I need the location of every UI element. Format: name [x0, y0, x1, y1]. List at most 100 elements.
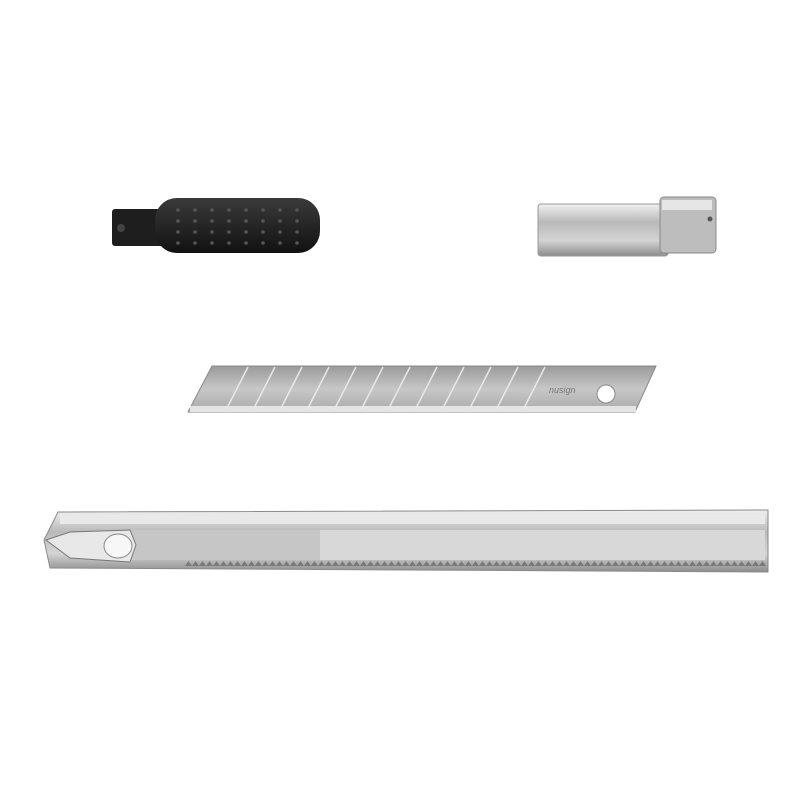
- snap-line: [468, 366, 492, 411]
- rail-tooth: [640, 561, 647, 566]
- rail-tooth: [724, 561, 731, 566]
- grip-dot: [278, 208, 282, 212]
- snap-line: [495, 366, 519, 411]
- rail-tooth: [703, 561, 710, 566]
- grip-dot: [176, 219, 180, 223]
- blade-logo: nusign: [549, 385, 576, 395]
- rail-tooth: [346, 561, 353, 566]
- snap-line: [441, 366, 465, 411]
- rail-tooth: [612, 561, 619, 566]
- rail-tooth: [458, 561, 465, 566]
- grip-dot: [261, 241, 265, 245]
- grip-dot: [261, 208, 265, 212]
- grip-dot: [227, 230, 231, 234]
- grip-dot: [227, 219, 231, 223]
- rail-tooth: [472, 561, 479, 566]
- grip-dot: [176, 230, 180, 234]
- rail-tooth: [262, 561, 269, 566]
- rail-tooth: [682, 561, 689, 566]
- rail-tooth: [360, 561, 367, 566]
- rail-tooth: [647, 561, 654, 566]
- snap-off-blade: nusign: [187, 365, 657, 413]
- rail-tooth: [514, 561, 521, 566]
- rail-tooth: [283, 561, 290, 566]
- rail-tooth: [738, 561, 745, 566]
- snap-line: [225, 366, 249, 411]
- rail-tooth: [192, 561, 199, 566]
- rail-tooth: [402, 561, 409, 566]
- grip-dot: [295, 208, 299, 212]
- rail-tooth: [451, 561, 458, 566]
- rail-tooth: [374, 561, 381, 566]
- rail-tooth: [395, 561, 402, 566]
- rail-tooth: [752, 561, 759, 566]
- grip-dot: [210, 219, 214, 223]
- rail-tooth: [689, 561, 696, 566]
- rail-tooth: [486, 561, 493, 566]
- rail-tooth: [493, 561, 500, 566]
- rail-tooth: [535, 561, 542, 566]
- grip-dot: [210, 230, 214, 234]
- snap-line: [387, 366, 411, 411]
- grip-dot: [278, 219, 282, 223]
- snap-line: [306, 366, 330, 411]
- rail-tooth: [206, 561, 213, 566]
- rail-tooth: [339, 561, 346, 566]
- snap-line: [360, 366, 384, 411]
- rail-tooth: [269, 561, 276, 566]
- rail-tooth: [605, 561, 612, 566]
- rail-tooth: [290, 561, 297, 566]
- rail-tooth: [710, 561, 717, 566]
- snap-line: [333, 366, 357, 411]
- grip-dot: [295, 241, 299, 245]
- grip-dot: [193, 241, 197, 245]
- rail-tooth: [668, 561, 675, 566]
- rail-tooth: [619, 561, 626, 566]
- rail-tooth: [437, 561, 444, 566]
- grip-dot: [244, 230, 248, 234]
- rail-tooth: [633, 561, 640, 566]
- black-slider-button: [112, 198, 320, 253]
- rail-tooth: [759, 561, 766, 566]
- grip-dot: [261, 230, 265, 234]
- rail-tooth: [542, 561, 549, 566]
- grip-dot: [176, 208, 180, 212]
- rail-tooth: [409, 561, 416, 566]
- rail-tooth: [318, 561, 325, 566]
- rail-tooth: [423, 561, 430, 566]
- grip-dot: [244, 208, 248, 212]
- rail-tooth: [717, 561, 724, 566]
- grip-dot: [193, 219, 197, 223]
- rail-tooth: [731, 561, 738, 566]
- rail-tooth: [199, 561, 206, 566]
- rail-tooth: [213, 561, 220, 566]
- rail-tooth: [353, 561, 360, 566]
- grip-dot: [193, 208, 197, 212]
- grip-dot: [210, 208, 214, 212]
- knife-body-rail: [43, 509, 769, 573]
- rail-tooth: [675, 561, 682, 566]
- rail-tooth: [521, 561, 528, 566]
- rail-tooth: [479, 561, 486, 566]
- rail-tooth: [430, 561, 437, 566]
- rail-tooth: [577, 561, 584, 566]
- snap-line: [279, 366, 303, 411]
- rail-tooth: [654, 561, 661, 566]
- metal-clip: [537, 196, 717, 257]
- rail-tooth: [598, 561, 605, 566]
- grip-dot: [278, 230, 282, 234]
- grip-dot: [227, 241, 231, 245]
- grip-dot: [278, 241, 282, 245]
- grip-dot: [295, 219, 299, 223]
- rail-tooth: [227, 561, 234, 566]
- grip-dot: [244, 219, 248, 223]
- rail-tooth: [297, 561, 304, 566]
- snap-line: [522, 366, 546, 411]
- rail-tooth: [416, 561, 423, 566]
- rail-tooth: [220, 561, 227, 566]
- rail-tooth: [563, 561, 570, 566]
- rail-tooth: [661, 561, 668, 566]
- rail-tooth: [745, 561, 752, 566]
- rail-tooth: [311, 561, 318, 566]
